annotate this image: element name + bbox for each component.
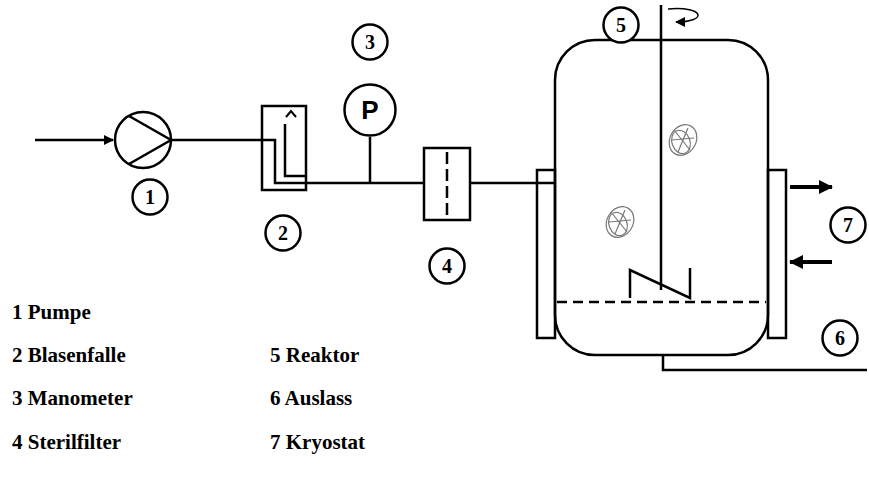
callout-number: 3 bbox=[351, 23, 389, 61]
callout-text: 4 bbox=[428, 247, 466, 285]
pipe bbox=[306, 182, 424, 185]
legend-key-text: 2 Blasenfalle bbox=[12, 343, 126, 368]
legend-key-text: 4 Sterilfilter bbox=[12, 430, 121, 455]
pipe bbox=[171, 139, 262, 142]
inlet-arrow bbox=[35, 139, 113, 142]
legend-key-text: 7 Kryostat bbox=[270, 430, 365, 455]
callout-number: 4 bbox=[428, 247, 466, 285]
callout-number: 2 bbox=[264, 214, 302, 252]
legend-key-text: 3 Manometer bbox=[12, 386, 133, 411]
rotation-arrow bbox=[668, 9, 698, 22]
sterile-filter-symbol bbox=[424, 148, 470, 220]
callout-number: 1 bbox=[131, 178, 169, 216]
callout-number: 6 bbox=[821, 319, 859, 357]
callout-text: 6 bbox=[821, 319, 859, 357]
callout-text: 3 bbox=[351, 23, 389, 61]
callout-number: 7 bbox=[829, 206, 867, 244]
legend-key-text: 6 Auslass bbox=[270, 386, 352, 411]
cryostat-in-arrow bbox=[790, 260, 832, 264]
manometer-symbol: P bbox=[343, 83, 397, 137]
callout-text: 1 bbox=[131, 178, 169, 216]
cryostat-out-arrow bbox=[790, 185, 832, 189]
callout-text: 7 bbox=[829, 206, 867, 244]
manometer-stem bbox=[369, 137, 372, 183]
legend-key-text: 1 Pumpe bbox=[12, 300, 91, 325]
callout-text: 5 bbox=[602, 6, 640, 44]
cell-clusters bbox=[601, 120, 703, 243]
pipe bbox=[470, 182, 555, 185]
gauge-letter: P bbox=[343, 83, 397, 137]
outlet-pipe bbox=[663, 355, 867, 370]
sieve-plate bbox=[557, 301, 766, 304]
callout-text: 2 bbox=[264, 214, 302, 252]
legend-key-text: 5 Reaktor bbox=[270, 343, 359, 368]
callout-number: 5 bbox=[602, 6, 640, 44]
pump-symbol bbox=[115, 112, 171, 168]
bubble-trap-symbol bbox=[262, 106, 306, 190]
stirrer bbox=[630, 5, 690, 298]
